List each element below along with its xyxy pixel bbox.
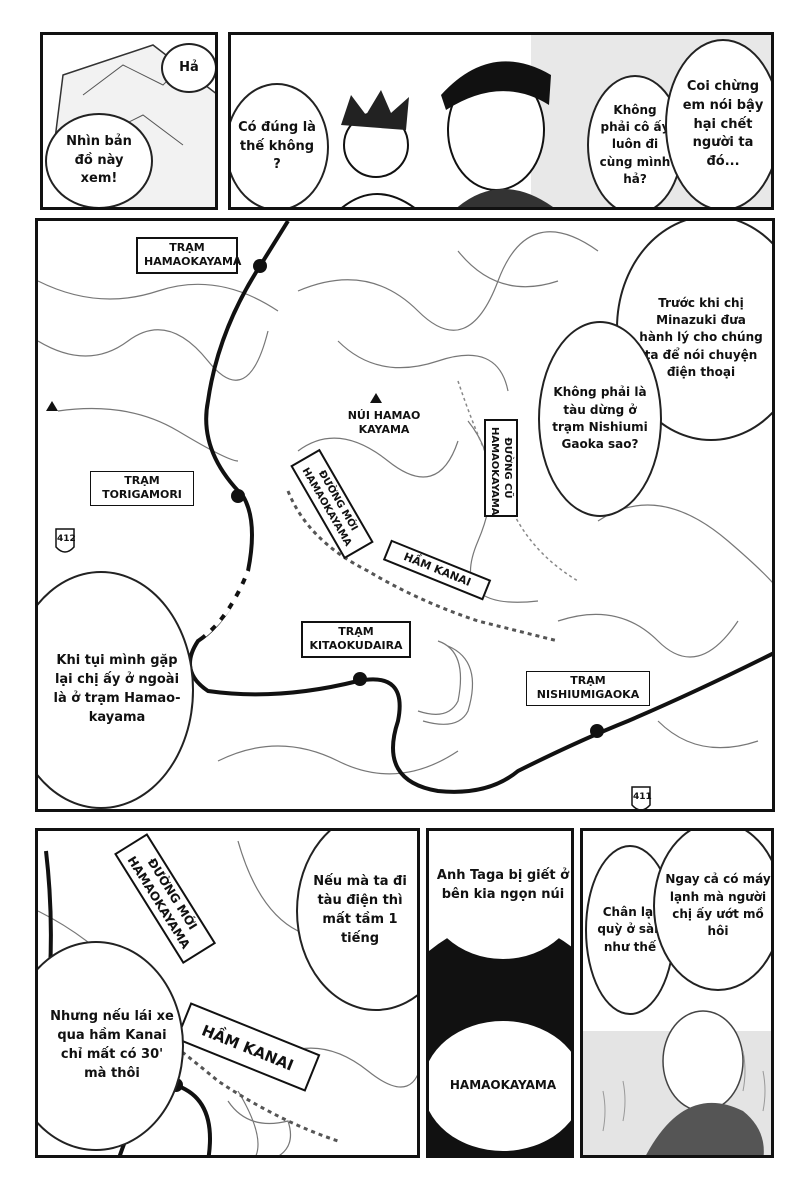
speech-text: Có đúng là thế không ? <box>238 119 316 173</box>
station-label-torigamori: TRẠM TORIGAMORI <box>90 471 194 506</box>
kneeling-figure-drawing <box>583 1010 771 1155</box>
caption-text: HAMAOKAYAMA <box>449 1078 557 1093</box>
speech-text: Nhìn bản đồ này xem! <box>66 133 132 187</box>
speech-text: Ngay cả có máy lạnh mà người chị ấy ướt … <box>665 872 771 939</box>
speech-text: Chân lại quỳ ở sàn như thế <box>597 904 663 954</box>
mountain-label: NÚI HAMAO KAYAMA <box>347 409 421 437</box>
station-marker <box>590 724 604 738</box>
caption-taga-killed: Anh Taga bị giết ở bên kia ngọn núi <box>429 831 571 959</box>
station-label-kitaokudaira: TRẠM KITAOKUDAIRA <box>301 621 411 658</box>
speech-bubble-man-2: Coi chừng em nói bậy hại chết người ta đ… <box>665 39 771 207</box>
station-marker <box>253 259 267 273</box>
speech-text: Hả <box>179 59 199 75</box>
speech-bubble-look-map: Nhìn bản đồ này xem! <box>45 113 153 207</box>
speech-bubble-drive-time: Nhưng nếu lái xe qua hầm Kanai chỉ mất c… <box>38 941 184 1151</box>
caption-text: Anh Taga bị giết ở bên kia ngọn núi <box>436 868 570 902</box>
speech-bubble-boy: Có đúng là thế không ? <box>231 83 329 207</box>
speech-bubble-train-stop: Không phải là tàu dừng ở trạm Nishiumi G… <box>538 321 662 517</box>
speech-text: Trước khi chị Minazuki đưa hành lý cho c… <box>639 295 763 380</box>
route-412-number: 412 <box>57 534 76 544</box>
station-label-nishiumigaoka: TRẠM NISHIUMIGAOKA <box>526 671 650 706</box>
panel-map: 412 411 TRẠM HAMAOKAYAMA TRẠM TORIGAMORI… <box>35 218 775 812</box>
panel-top-right: Có đúng là thế không ? Không phải cô ấy … <box>228 32 774 210</box>
speech-text: Khi tụi mình gặp lại chị ấy ở ngoài là ở… <box>53 653 181 725</box>
panel-top-left: Hả Nhìn bản đồ này xem! <box>40 32 218 210</box>
caption-hamaokayama: HAMAOKAYAMA <box>429 1021 571 1151</box>
route-411-number: 411 <box>633 792 652 802</box>
station-marker <box>231 489 245 503</box>
speech-text: Coi chừng em nói bậy hại chết người ta đ… <box>682 78 764 170</box>
speech-text: Không phải là tàu dừng ở trạm Nishiumi G… <box>552 385 648 452</box>
panel-bottom-caption: Anh Taga bị giết ở bên kia ngọn núi HAMA… <box>426 828 574 1158</box>
panel-bottom-kneeling: Chân lại quỳ ở sàn như thế Ngay cả có má… <box>580 828 774 1158</box>
station-marker <box>353 672 367 686</box>
station-label-hamaokayama: TRẠM HAMAOKAYAMA <box>136 237 241 274</box>
panel-bottom-map-closeup: ĐƯỜNG MỚI HAMAOKAYAMA HẦM KANAI Nếu mà t… <box>35 828 420 1158</box>
speech-text: Không phải cô ấy luôn đi cùng mình hả? <box>599 102 671 187</box>
speech-bubble-met-again: Khi tụi mình gặp lại chị ấy ở ngoài là ở… <box>38 571 194 809</box>
speech-text: Nếu mà ta đi tàu điện thì mất tầm 1 tiến… <box>313 874 407 946</box>
old-road-label: ĐƯỜNG CŨ HAMAOKAYAMA <box>484 419 518 517</box>
speech-text: Nhưng nếu lái xe qua hầm Kanai chỉ mất c… <box>50 1009 174 1081</box>
speech-bubble-sweat: Ngay cả có máy lạnh mà người chị ấy ướt … <box>653 831 771 991</box>
speech-bubble-ha: Hả <box>161 43 215 93</box>
map-drawing <box>38 221 772 809</box>
